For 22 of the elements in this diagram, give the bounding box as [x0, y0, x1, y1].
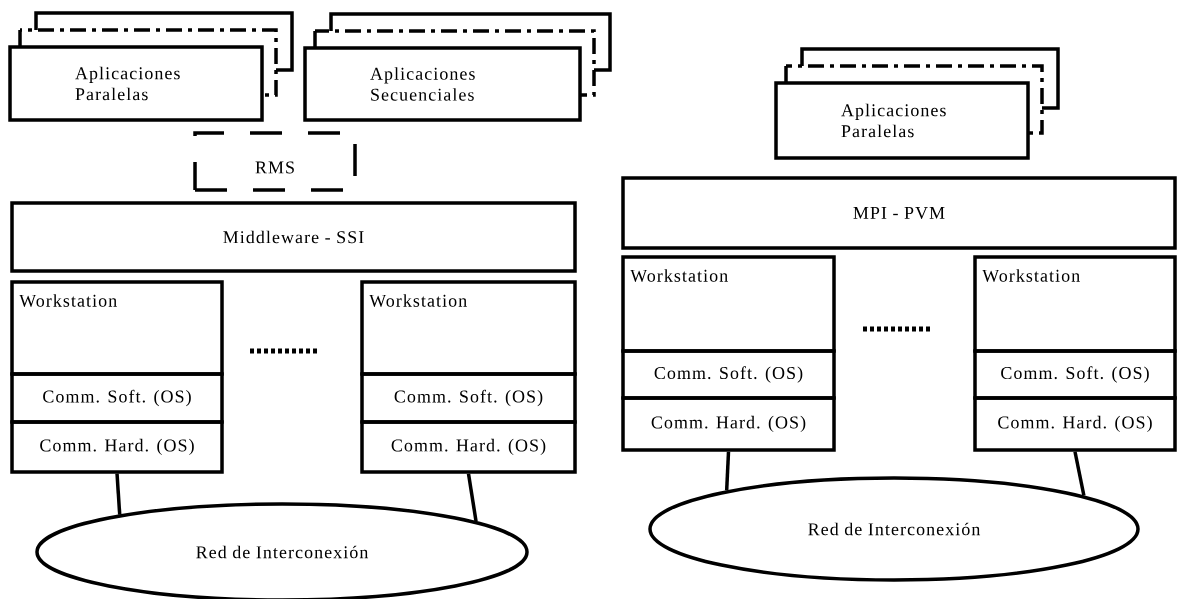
stacked-box: Aplicaciones Paralelas: [8, 11, 294, 122]
connector-line: [115, 473, 122, 515]
layer-box: Comm. Soft. (OS): [973, 349, 1177, 400]
layer-box: Comm. Hard. (OS): [973, 396, 1177, 452]
layer-box: Comm. Soft. (OS): [360, 372, 577, 424]
stacked-box: Aplicaciones Secuenciales: [303, 12, 612, 122]
layer-box: Comm. Soft. (OS): [621, 349, 836, 400]
connector-line: [1073, 451, 1086, 496]
dashed-box: RMS: [193, 131, 357, 192]
workstation-box: Workstation: [360, 280, 577, 376]
connector-line: [466, 473, 478, 522]
workstation-box: Workstation: [621, 255, 836, 353]
workstation-box: Workstation: [10, 280, 224, 376]
stacked-box: Aplicaciones Paralelas: [774, 47, 1060, 160]
layer-box: Comm. Hard. (OS): [360, 420, 577, 474]
layer-box: Comm. Soft. (OS): [10, 372, 224, 424]
layer-box: Comm. Hard. (OS): [621, 396, 836, 452]
layer-box: Comm. Hard. (OS): [10, 420, 224, 474]
workstation-box: Workstation: [973, 255, 1177, 353]
layer-box: MPI - PVM: [621, 176, 1177, 250]
layer-box: Middleware - SSI: [10, 201, 577, 273]
connector-line: [724, 451, 731, 491]
